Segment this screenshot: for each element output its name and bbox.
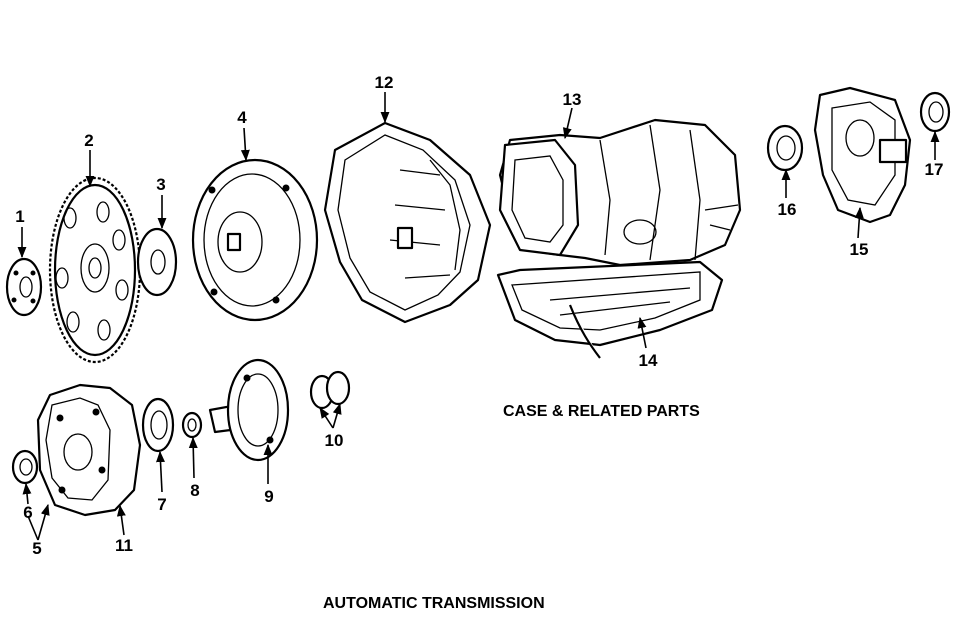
callout-leaders bbox=[17, 92, 940, 541]
part-2-flex-plate[interactable] bbox=[48, 176, 142, 364]
part-6-pump-seal[interactable] bbox=[11, 449, 39, 485]
callout-9: 9 bbox=[264, 487, 273, 506]
part-8-bushing[interactable] bbox=[181, 411, 203, 439]
callout-3: 3 bbox=[156, 175, 165, 194]
part-12-bell-housing[interactable] bbox=[323, 121, 492, 324]
part-3-reinforcement-plate[interactable] bbox=[136, 227, 178, 297]
part-4-torque-converter[interactable] bbox=[191, 158, 319, 322]
part-10-seal-rings[interactable] bbox=[309, 370, 351, 410]
part-11-oil-pump[interactable] bbox=[36, 383, 142, 517]
callout-7: 7 bbox=[157, 495, 166, 514]
callout-6: 6 bbox=[23, 503, 32, 522]
callout-12: 12 bbox=[375, 73, 394, 92]
callout-10: 10 bbox=[325, 431, 344, 450]
callout-4: 4 bbox=[237, 108, 247, 127]
part-9-pump-cover[interactable] bbox=[208, 358, 290, 462]
callout-13: 13 bbox=[563, 90, 582, 109]
callout-1: 1 bbox=[15, 207, 24, 226]
callout-2: 2 bbox=[84, 131, 93, 150]
callout-15: 15 bbox=[850, 240, 869, 259]
part-15-extension-housing[interactable] bbox=[813, 86, 912, 224]
callout-16: 16 bbox=[778, 200, 797, 219]
part-16-bearing[interactable] bbox=[766, 124, 804, 172]
callout-8: 8 bbox=[190, 481, 199, 500]
diagram-title: AUTOMATIC TRANSMISSION bbox=[323, 595, 545, 612]
part-7-gasket[interactable] bbox=[141, 397, 175, 453]
callout-11: 11 bbox=[115, 536, 133, 555]
section-caption: CASE & RELATED PARTS bbox=[503, 403, 700, 420]
callout-14: 14 bbox=[639, 351, 658, 370]
part-14-oil-pan[interactable] bbox=[496, 260, 724, 359]
callout-5: 5 bbox=[32, 539, 41, 558]
callout-17: 17 bbox=[925, 160, 944, 179]
part-17-seal[interactable] bbox=[919, 91, 951, 133]
part-13-transmission-case[interactable] bbox=[498, 118, 742, 267]
part-1-spacer-plate[interactable] bbox=[5, 257, 43, 317]
